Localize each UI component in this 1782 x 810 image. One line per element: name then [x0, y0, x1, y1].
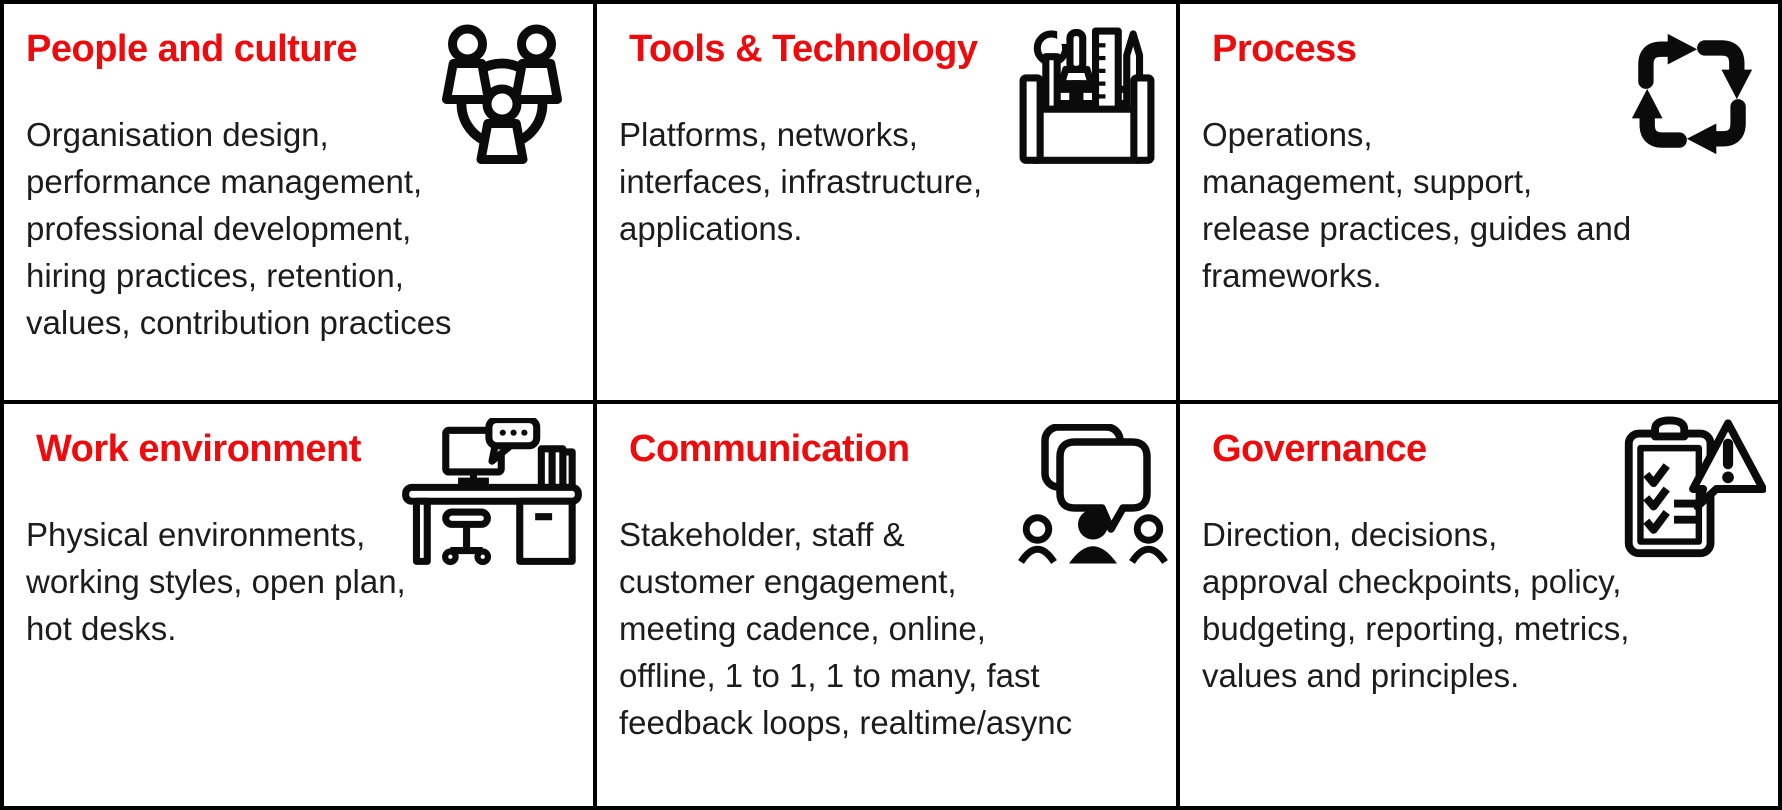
clipboard-alert-icon — [1620, 416, 1766, 562]
cell-governance: Governance Direction, decisions, approva… — [1180, 404, 1778, 806]
cell-body: Direction, decisions, approval checkpoin… — [1202, 516, 1630, 694]
cell-people-and-culture: People and culture Organisation design, … — [4, 4, 597, 404]
cell-title: Work environment — [36, 428, 361, 470]
cell-body: Organisation design, performance managem… — [26, 116, 452, 341]
people-group-icon — [427, 20, 577, 170]
speech-bubbles-people-icon — [1018, 424, 1168, 574]
cell-tools-and-technology: Tools & Technology Platforms, networks, … — [597, 4, 1180, 404]
cell-communication: Communication Stakeholder, staff & custo… — [597, 404, 1180, 806]
cell-title: Communication — [629, 428, 910, 470]
cell-title: Governance — [1212, 428, 1427, 470]
desk-workspace-icon — [399, 418, 585, 566]
cell-title: Tools & Technology — [629, 28, 978, 70]
cell-body: Platforms, networks, interfaces, infrast… — [619, 116, 983, 247]
cell-title: People and culture — [26, 28, 357, 70]
toolbox-icon — [1016, 24, 1158, 166]
cell-work-environment: Work environment Physical environments, … — [4, 404, 597, 806]
cell-body: Operations, management, support, release… — [1202, 116, 1632, 294]
cell-title: Process — [1212, 28, 1357, 70]
cycle-arrows-icon — [1628, 30, 1756, 158]
cell-process: Process Operations, management, support,… — [1180, 4, 1778, 404]
cell-body: Stakeholder, staff & customer engagement… — [619, 516, 1073, 741]
cell-body: Physical environments, working styles, o… — [26, 516, 406, 647]
